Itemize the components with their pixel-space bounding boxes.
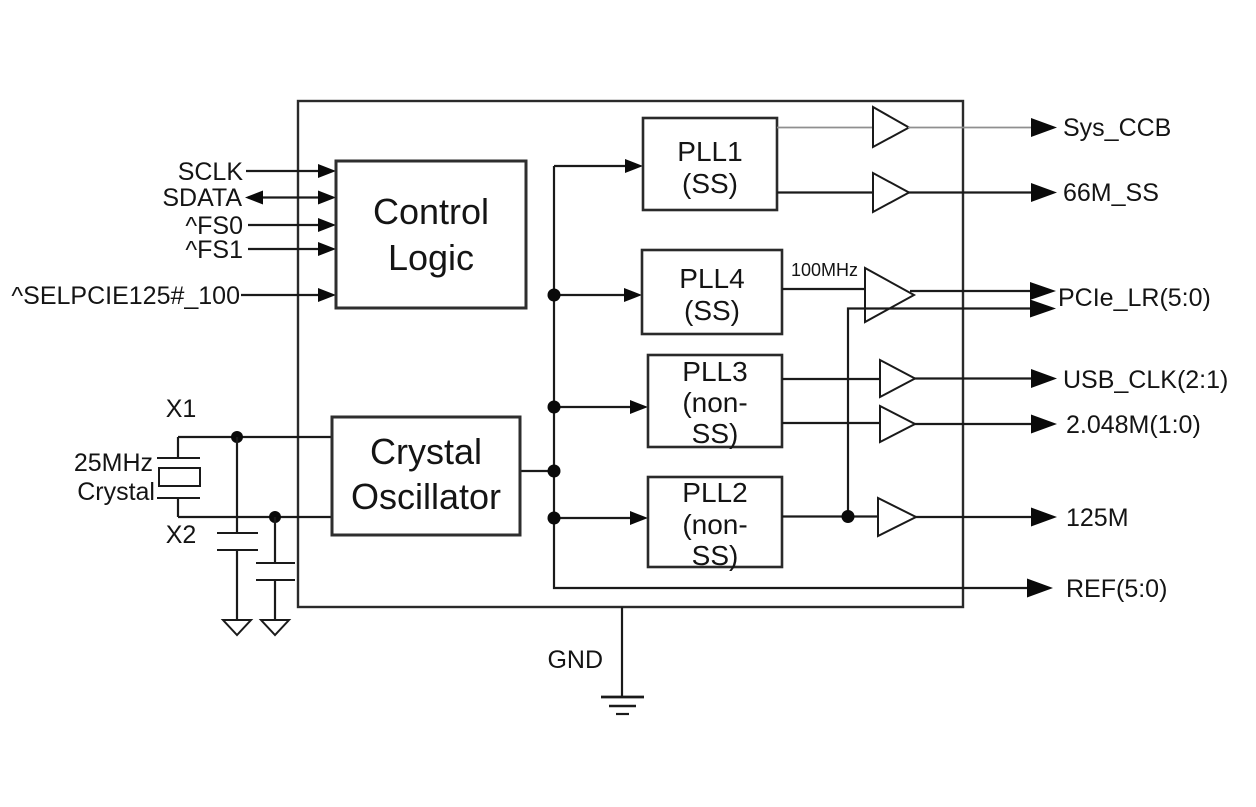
pll4-label-1: PLL4 (679, 263, 744, 294)
output-labels: Sys_CCB 66M_SS PCIe_LR(5:0) USB_CLK(2:1)… (1058, 114, 1228, 603)
fs1-arrowhead-icon (318, 242, 336, 256)
pll3-feed-arrowhead-icon (630, 400, 648, 414)
ref-arrowhead-icon (1027, 578, 1053, 598)
pll1-feed-arrowhead-icon (625, 159, 643, 173)
bus-junction-pll3 (547, 400, 561, 414)
crystal-oscillator-block: Crystal Oscillator (330, 415, 522, 537)
pll4-box (640, 248, 784, 336)
sysccb-arrowhead-icon (1031, 118, 1057, 137)
pll2-block: PLL2 (non- SS) (646, 475, 784, 571)
fs0-arrowhead-icon (318, 218, 336, 232)
gnd-connection: GND (547, 607, 644, 716)
66m-buffer-icon (872, 171, 912, 214)
sclk-arrowhead-icon (318, 164, 336, 178)
66m-label: 66M_SS (1063, 179, 1159, 207)
pcie-arrowhead-1-icon (1030, 282, 1056, 300)
pcie-arrowhead-2-icon (1030, 299, 1056, 318)
control-logic-box (334, 159, 528, 310)
x2-pin-label: X2 (166, 521, 197, 549)
pll2-label-2: (non- (682, 509, 747, 540)
pll4-label-2: (SS) (684, 295, 740, 326)
pll2-label-3: SS) (692, 540, 739, 571)
output-wiring: 100MHz (777, 105, 1057, 598)
2048m-label: 2.048M(1:0) (1066, 411, 1201, 439)
control-logic-label-1: Control (373, 191, 489, 232)
crystal-oscillator-box (330, 415, 522, 537)
usb-buffer-icon (879, 358, 918, 399)
125m-label: 125M (1066, 504, 1129, 532)
x1-pin-label: X1 (166, 395, 197, 423)
crystal-oscillator-label-1: Crystal (370, 431, 482, 472)
bus-junction-pll4 (547, 288, 561, 302)
pll1-box (641, 116, 779, 212)
cap2-ground-icon (258, 619, 292, 637)
pll3-box (646, 353, 784, 449)
125m-buffer-icon (877, 496, 919, 538)
pcie-buffer-icon (864, 266, 917, 324)
gnd-label: GND (547, 646, 603, 674)
fs0-label: ^FS0 (185, 212, 243, 240)
pll2-label-1: PLL2 (682, 477, 747, 508)
control-logic-block: Control Logic (334, 159, 528, 310)
pll3-label-2: (non- (682, 387, 747, 418)
fs1-label: ^FS1 (185, 236, 243, 264)
2048m-buffer-icon (879, 404, 918, 444)
sdata-right-arrowhead-icon (318, 190, 336, 205)
pll3-label-3: SS) (692, 418, 739, 449)
chip-boundary (296, 99, 965, 609)
pll1-label-2: (SS) (682, 168, 738, 199)
pll4-feed-arrowhead-icon (624, 288, 642, 302)
clock-bus (520, 159, 1029, 590)
selpcie-arrowhead-icon (318, 288, 336, 302)
pll3-label-1: PLL3 (682, 356, 747, 387)
66m-arrowhead-icon (1031, 183, 1057, 202)
bus-junction-xo (547, 464, 561, 478)
pll4-freq-label: 100MHz (791, 260, 858, 280)
pll3-block: PLL3 (non- SS) (646, 353, 784, 449)
bus-junction-pll2 (547, 511, 561, 525)
pll1-block: PLL1 (SS) (641, 116, 779, 212)
crystal-body-icon (158, 467, 201, 487)
sclk-label: SCLK (178, 158, 244, 186)
2048m-arrowhead-icon (1031, 414, 1057, 434)
cap1-ground-icon (220, 619, 254, 637)
selpcie-label: ^SELPCIE125#_100 (11, 282, 240, 310)
crystal-name-label: Crystal (77, 478, 155, 506)
pll4-block: PLL4 (SS) (640, 248, 784, 336)
bus-spine (552, 166, 1029, 590)
control-logic-label-2: Logic (388, 237, 474, 278)
sdata-label: SDATA (162, 184, 242, 212)
sysccb-label: Sys_CCB (1063, 114, 1171, 142)
pll2-feed-arrowhead-icon (630, 511, 648, 525)
pcie-label: PCIe_LR(5:0) (1058, 284, 1211, 312)
pll2-box (646, 475, 784, 569)
usb-arrowhead-icon (1031, 369, 1057, 388)
pcie-out-line-2 (846, 307, 1033, 517)
sdata-left-arrowhead-icon (245, 190, 263, 205)
input-signals: SCLK SDATA ^FS0 ^FS1 ^SELPCIE125#_100 (11, 158, 336, 310)
sysccb-buffer-icon (872, 105, 912, 149)
125m-arrowhead-icon (1031, 507, 1057, 527)
crystal-freq-label: 25MHz (74, 449, 153, 477)
crystal-circuit: X1 X2 25MHz Crystal (74, 395, 332, 637)
crystal-oscillator-label-2: Oscillator (351, 476, 501, 517)
pll1-label-1: PLL1 (677, 136, 742, 167)
ref-label: REF(5:0) (1066, 575, 1167, 603)
125m-junction-dot (841, 510, 855, 523)
usb-label: USB_CLK(2:1) (1063, 366, 1228, 394)
